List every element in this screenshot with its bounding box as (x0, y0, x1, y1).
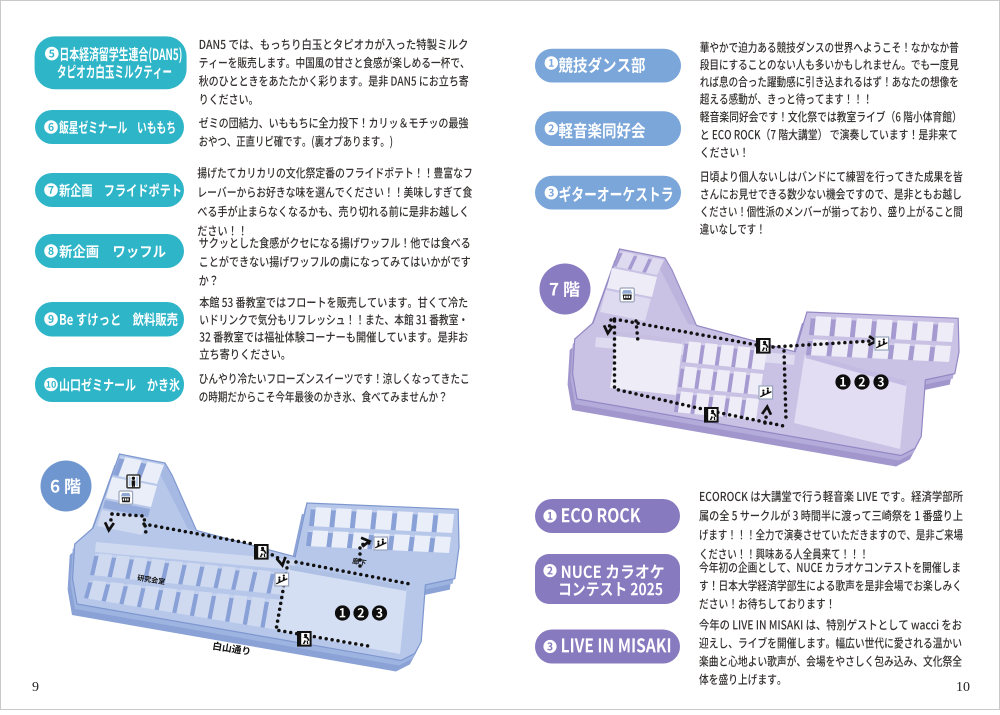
svg-text:10: 10 (956, 680, 970, 695)
svg-text:9: 9 (32, 680, 39, 695)
